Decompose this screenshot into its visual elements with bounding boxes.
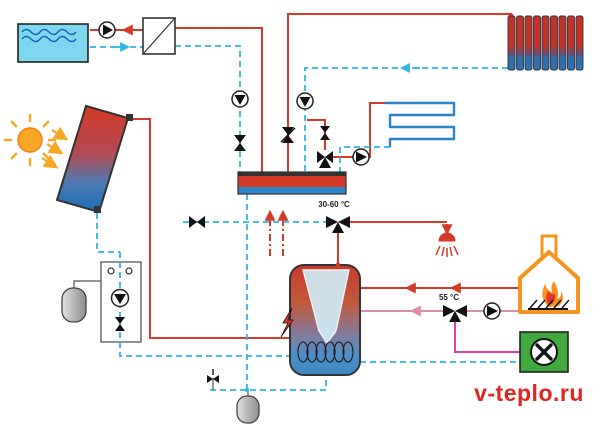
check-valve-floor-icon: [320, 126, 330, 140]
watermark-text: v-teplo.ru: [474, 380, 584, 406]
pump-radiator-icon: [296, 92, 314, 110]
ground-source-unit-icon: [519, 331, 569, 373]
pump-floor-icon: [352, 148, 370, 166]
plate-heat-exchanger-icon: [142, 17, 176, 55]
pump-boiler-icon: [483, 302, 501, 320]
check-valve-radiator-icon: [280, 127, 296, 143]
shower-icon: [435, 232, 459, 257]
electric-heater-icon: [280, 307, 294, 338]
pipe-network: [73, 13, 520, 396]
mixing-valve-55-icon: [443, 305, 467, 322]
buffer-tank-icon: [280, 262, 361, 376]
floor-heating-coil: [385, 101, 456, 147]
solar-pump-icon: [110, 288, 130, 308]
fireplace-boiler-icon: [518, 234, 580, 314]
label-boiler-return-temp: 55 °C: [439, 293, 459, 302]
cold-return-pipes: [90, 42, 520, 391]
expansion-tank-icon: [61, 287, 87, 323]
solar-station-internals: [107, 267, 133, 331]
tank-coil: [297, 341, 354, 363]
radiator-icon: [507, 13, 584, 71]
magenta-pipes: [454, 318, 520, 353]
pump-exchanger-icon: [231, 90, 249, 108]
valve-cold-water-icon: [189, 216, 205, 228]
expansion-tank-small-icon: [236, 395, 260, 424]
pipe-junction: [244, 387, 250, 393]
three-way-valve-floor-icon: [317, 151, 333, 168]
sun-icon: [4, 114, 69, 169]
mixing-valve-30-60-icon: [326, 216, 350, 233]
label-dhw-mix-temp: 30-60 °C: [318, 200, 350, 209]
pool: [17, 23, 89, 63]
solar-collector-icon: [55, 104, 133, 214]
valve-exchanger-return-icon: [234, 135, 246, 151]
pump-pool-icon: [98, 21, 116, 39]
distribution-manifold-icon: [237, 171, 347, 195]
hot-water-pipes: [90, 13, 520, 339]
air-vent-icon: [207, 369, 219, 383]
solar-check-valve-icon: [115, 317, 125, 331]
